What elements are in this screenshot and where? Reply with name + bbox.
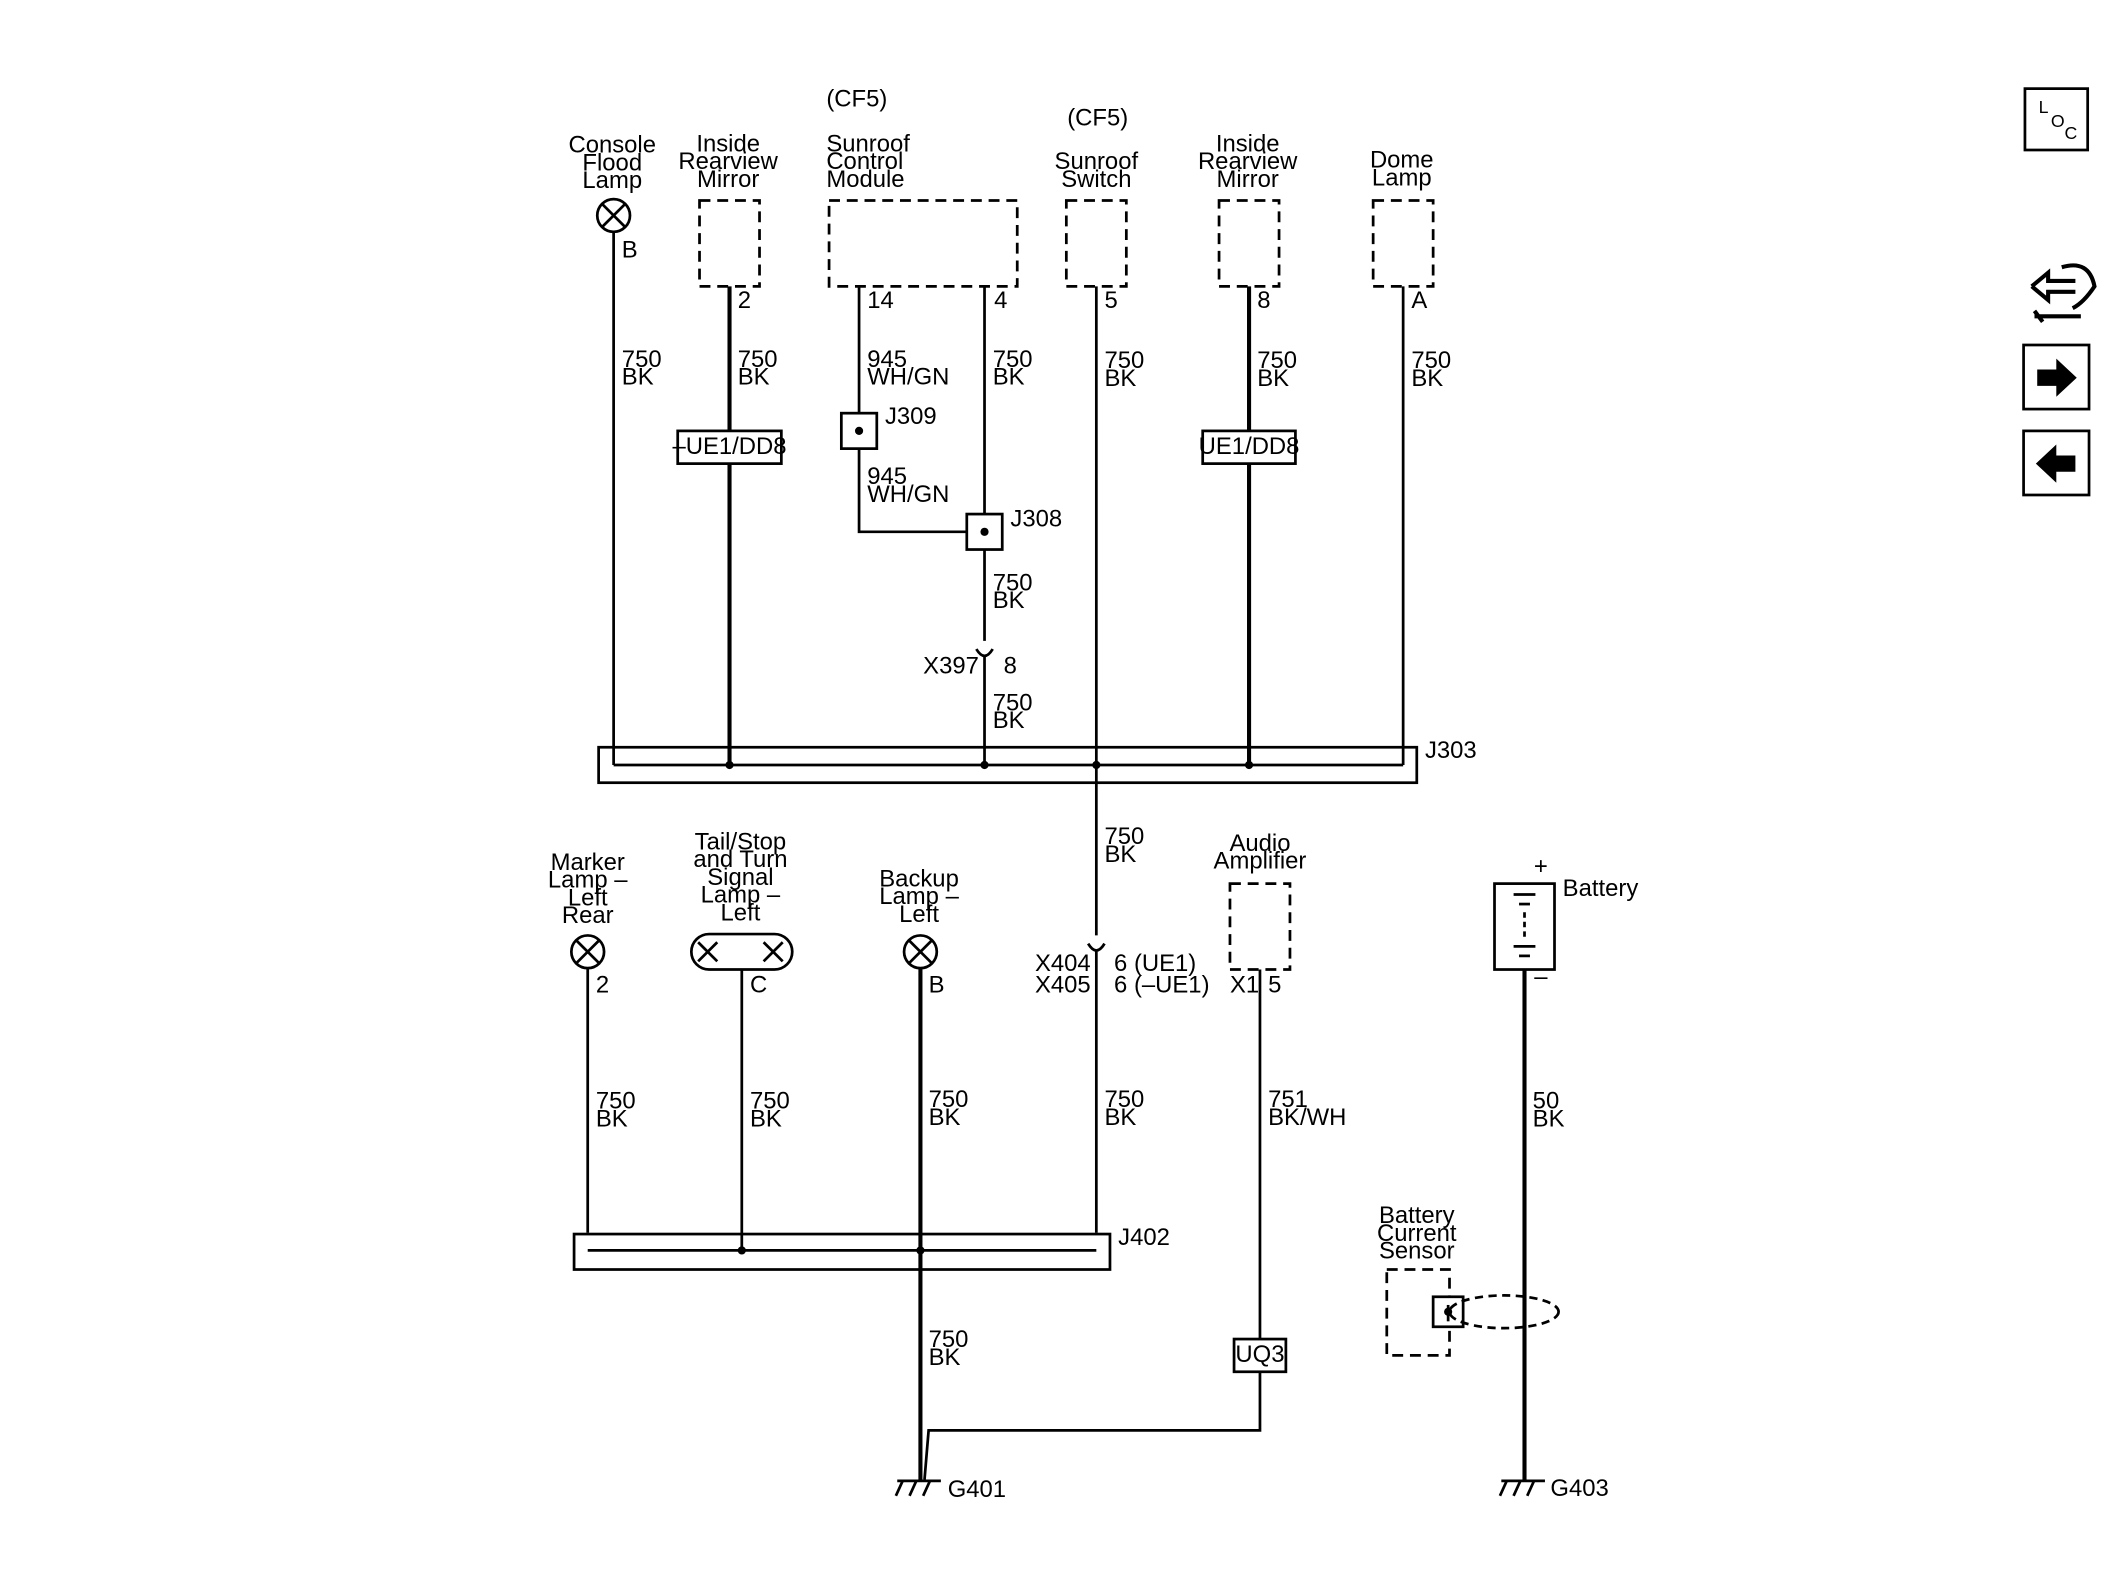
console-flood-lamp-symbol [595, 197, 632, 234]
connector-x397-symbol [975, 648, 994, 658]
ground-g401-label: G401 [948, 1476, 1006, 1503]
amp-connector: X1 [1230, 972, 1259, 999]
arrow-right-icon [2037, 358, 2077, 397]
option-ue1-dd8-label: UE1/DD8 [1199, 433, 1300, 460]
option-uq3-label: UQ3 [1235, 1341, 1284, 1368]
svg-text:L: L [2039, 97, 2049, 117]
battery-current-sensor-symbol [1385, 1268, 1560, 1357]
tool-back-icon[interactable] [2030, 263, 2097, 324]
sunroof-module-option: (CF5) [826, 85, 887, 112]
dome-lamp-box [1371, 199, 1435, 288]
pin-switch: 5 [1105, 287, 1118, 314]
pin-tail: C [750, 972, 767, 999]
battery-plus-label: + [1534, 853, 1548, 880]
option-box-ue1-dd8-neg [676, 429, 783, 465]
pin-amp: 5 [1268, 972, 1281, 999]
wire-945 [857, 286, 985, 534]
pin-marker: 2 [596, 972, 609, 999]
ground-g401-symbol [894, 1479, 941, 1497]
ground-g403-symbol [1498, 1479, 1545, 1497]
option-box-ue1-dd8 [1201, 429, 1297, 465]
inside-rearview-mirror-2-box [1217, 199, 1281, 288]
svg-text:O: O [2051, 111, 2065, 131]
pin-mirror1: 2 [738, 287, 751, 314]
sunroof-control-module-box [827, 199, 1019, 288]
pin-console: B [622, 237, 638, 264]
next-page-button[interactable] [2022, 343, 2091, 411]
wire-amp-ground [923, 1371, 1262, 1480]
pin-backup: B [929, 972, 945, 999]
previous-page-button[interactable] [2022, 429, 2091, 497]
arrow-left-icon [2035, 444, 2076, 483]
junction-dots [725, 426, 1453, 1316]
splice-j402-label: J402 [1118, 1224, 1170, 1251]
connector-x405-pin: 6 (–UE1) [1114, 972, 1209, 999]
backup-lamp-symbol [902, 934, 939, 970]
connector-x405-label: X405 [1035, 972, 1091, 999]
sunroof-switch-option: (CF5) [1067, 104, 1128, 131]
pin-module-14: 14 [867, 287, 894, 314]
splice-j303-label: J303 [1425, 737, 1477, 764]
ground-g403-label: G403 [1550, 1475, 1608, 1502]
loc-icon[interactable]: L O C [2023, 87, 2090, 152]
sunroof-switch-box [1064, 199, 1128, 288]
battery-label: Battery [1563, 875, 1639, 902]
battery-symbol [1493, 882, 1556, 971]
splice-j309-label: J309 [885, 403, 937, 430]
inside-rearview-mirror-1-box [698, 199, 761, 288]
battery-minus-label: – [1534, 964, 1548, 991]
svg-text:C: C [2064, 123, 2077, 143]
pin-dome: A [1411, 287, 1427, 314]
connector-x397-pin: 8 [1004, 653, 1017, 680]
connector-x404-pin: 6 (UE1) [1114, 950, 1196, 977]
tail-lamp-symbol [689, 932, 794, 971]
marker-lamp-symbol [569, 934, 606, 970]
splice-pack-j303 [597, 745, 1419, 785]
option-box-uq3 [1232, 1337, 1288, 1374]
option-ue1-dd8-neg-label: –UE1/DD8 [673, 433, 787, 460]
splice-pack-j402 [572, 1232, 1112, 1271]
pin-mirror2: 8 [1257, 287, 1270, 314]
pin-module-4: 4 [994, 287, 1007, 314]
audio-amplifier-box [1228, 882, 1292, 971]
splice-j308 [965, 512, 1004, 551]
splice-j308-label: J308 [1010, 505, 1062, 532]
connector-x397-label: X397 [923, 653, 979, 680]
connector-x404-label: X404 [1035, 950, 1091, 977]
